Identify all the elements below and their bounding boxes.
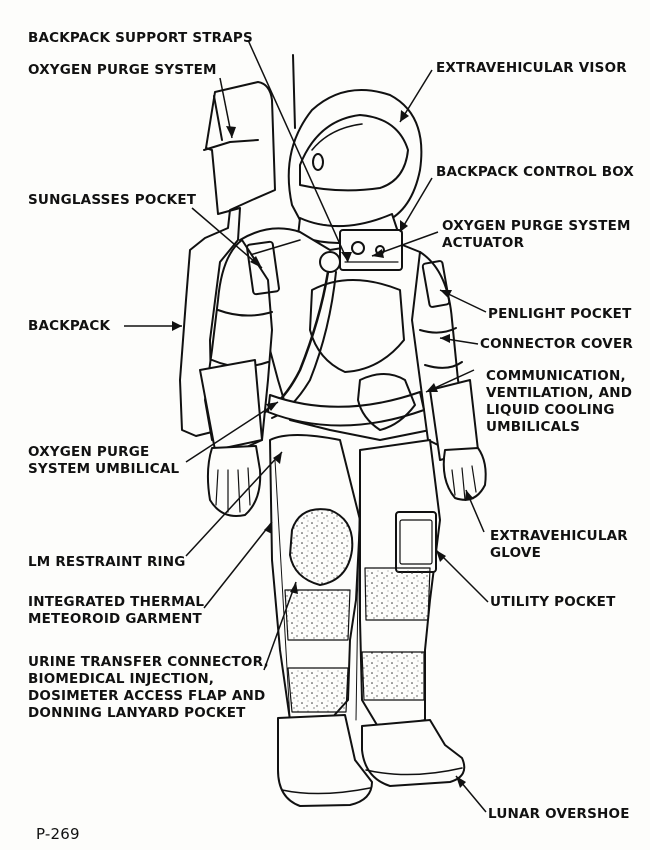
left-glove xyxy=(206,445,262,517)
label-extravehicular-visor: EXTRAVEHICULAR VISOR xyxy=(436,60,627,76)
label-lunar-overshoe: LUNAR OVERSHOE xyxy=(488,806,630,822)
label-backpack: BACKPACK xyxy=(28,318,111,334)
left-overshoe xyxy=(277,714,373,807)
visor-shape xyxy=(299,114,409,192)
left-cuff xyxy=(199,359,263,451)
label-backpack-support-straps: BACKPACK SUPPORT STRAPS xyxy=(28,30,253,46)
label-integrated-thermal-meteoroid-garment: INTEGRATED THERMAL METEOROID GARMENT xyxy=(28,594,205,627)
label-sunglasses-pocket: SUNGLASSES POCKET xyxy=(28,192,197,208)
label-extravehicular-glove: EXTRAVEHICULAR GLOVE xyxy=(490,528,628,561)
label-lm-restraint-ring: LM RESTRAINT RING xyxy=(28,554,186,570)
arrowheads xyxy=(172,110,474,788)
backpack-shape xyxy=(179,81,276,437)
label-urine-transfer-connector: URINE TRANSFER CONNECTOR, BIOMEDICAL INJ… xyxy=(28,654,269,721)
waist-ring xyxy=(267,391,425,427)
label-umbilicals: COMMUNICATION, VENTILATION, AND LIQUID C… xyxy=(486,368,633,435)
label-oxygen-purge-system-umbilical: OXYGEN PURGE SYSTEM UMBILICAL xyxy=(28,444,180,477)
antenna xyxy=(292,54,296,129)
utility-pocket-shape xyxy=(395,511,437,573)
control-box xyxy=(339,229,403,271)
label-oxygen-purge-system-actuator: OXYGEN PURGE SYSTEM ACTUATOR xyxy=(442,218,631,251)
knee-patch xyxy=(289,508,354,586)
label-backpack-control-box: BACKPACK CONTROL BOX xyxy=(436,164,635,180)
label-utility-pocket: UTILITY POCKET xyxy=(490,594,616,610)
label-connector-cover: CONNECTOR COVER xyxy=(480,336,633,352)
right-overshoe xyxy=(361,719,466,787)
page-number: P-269 xyxy=(36,825,80,843)
label-penlight-pocket: PENLIGHT POCKET xyxy=(488,306,632,322)
label-oxygen-purge-system: OXYGEN PURGE SYSTEM xyxy=(28,62,217,78)
